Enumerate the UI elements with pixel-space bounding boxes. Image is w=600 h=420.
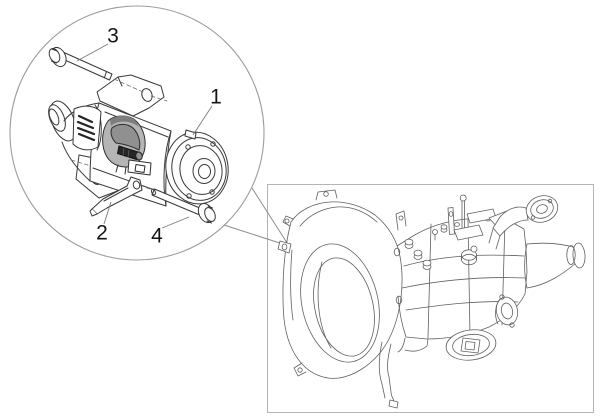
callout-leader-2 — [103, 201, 112, 225]
solenoid-stud — [117, 145, 143, 161]
pinion-gear-teeth — [76, 114, 96, 142]
bracket-part-2 — [89, 176, 143, 217]
callout-leaders — [76, 43, 213, 229]
bottom-cover — [445, 329, 497, 361]
callout-3[interactable]: 3 — [107, 24, 119, 48]
callout-4[interactable]: 4 — [151, 224, 163, 248]
engine-mount — [488, 195, 559, 250]
output-flange — [495, 294, 519, 328]
callout-leader-1 — [192, 105, 213, 136]
bolt-part-3 — [48, 46, 113, 81]
hanging-rod — [378, 341, 399, 409]
callout-leader-4 — [161, 216, 190, 229]
callout-1[interactable]: 1 — [210, 85, 222, 109]
bolt-part-4 — [151, 188, 216, 224]
starter-nose — [48, 100, 102, 182]
overview-frame — [267, 184, 594, 413]
starter-mounting-flange — [96, 74, 165, 117]
callout-2[interactable]: 2 — [96, 221, 108, 245]
shift-tower — [432, 194, 497, 266]
starter-mount-boss — [277, 240, 292, 254]
starter-solenoid — [102, 115, 152, 176]
bell-housing — [277, 189, 403, 379]
gearbox-illustration — [277, 189, 586, 409]
starter-motor-illustration — [48, 46, 229, 224]
solenoid-terminal — [127, 159, 152, 176]
output-cone — [524, 242, 586, 289]
alignment-dashes — [70, 78, 168, 190]
detail-circle — [9, 5, 265, 261]
detail-leader-lines — [223, 187, 290, 247]
callout-leader-3 — [76, 43, 109, 62]
case-dome-bolts — [404, 216, 491, 270]
